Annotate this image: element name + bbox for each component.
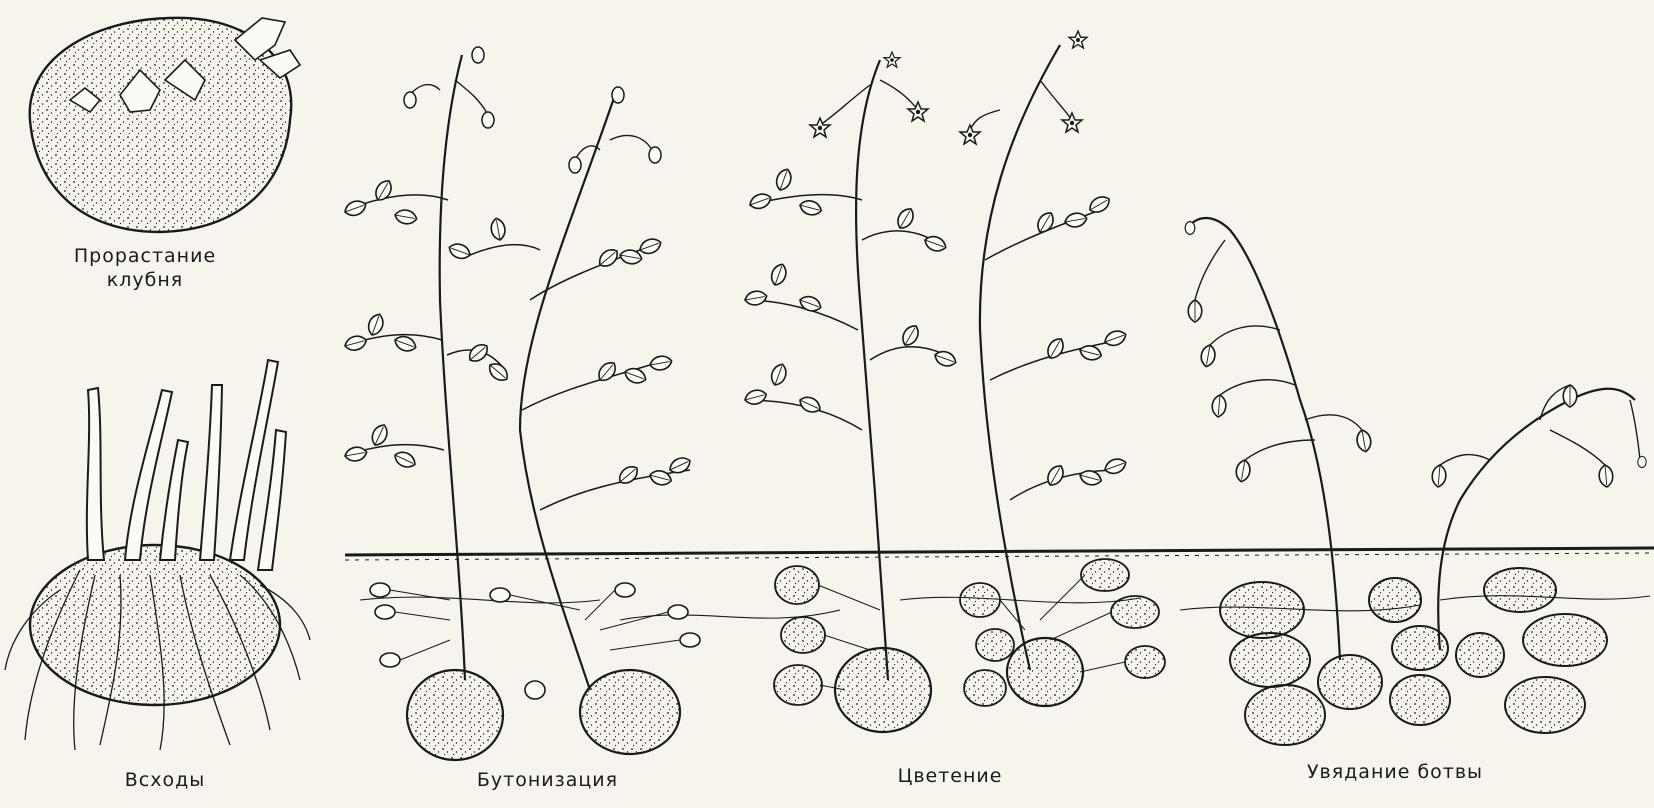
label-tuber-sprouting-line1: Прорастание bbox=[40, 244, 250, 268]
wilting-leaves bbox=[1185, 222, 1646, 488]
label-budding: Бутонизация bbox=[455, 768, 640, 792]
budding-tubers bbox=[370, 583, 700, 760]
flowering-tubers bbox=[774, 559, 1165, 732]
flowering-leaves bbox=[743, 31, 1128, 488]
budding-leaves bbox=[343, 47, 693, 487]
wilting-tubers bbox=[1220, 568, 1607, 745]
emergence-tuber bbox=[5, 360, 310, 750]
label-flowering: Цветение bbox=[885, 764, 1015, 788]
label-haulm-wilting: Увядание ботвы bbox=[1285, 760, 1505, 784]
label-emergence: Всходы bbox=[105, 768, 225, 792]
sprouting-tuber bbox=[30, 18, 300, 232]
soil-surface bbox=[345, 548, 1654, 620]
label-tuber-sprouting: Прорастание клубня bbox=[40, 244, 250, 292]
label-tuber-sprouting-line2: клубня bbox=[40, 268, 250, 292]
